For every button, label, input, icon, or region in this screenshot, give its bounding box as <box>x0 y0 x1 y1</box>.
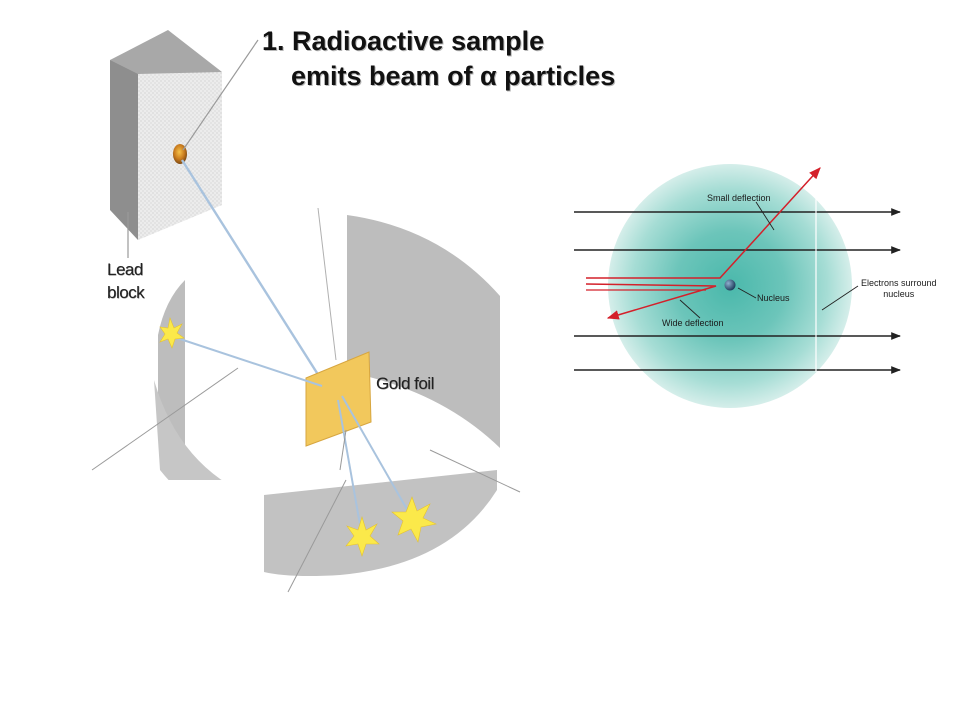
nucleus-label: Nucleus <box>757 293 790 303</box>
ray-down-2 <box>341 395 413 519</box>
small-deflection-label: Small deflection <box>707 193 771 203</box>
electrons-label-line-2: nucleus <box>883 289 915 299</box>
screen-back-right <box>347 215 500 448</box>
alpha-beam <box>180 159 326 385</box>
heading-line-1: 1. Radioactive sample <box>262 26 545 56</box>
lead-block-label-line-2: block <box>107 283 145 302</box>
lead-block-label: Lead block <box>107 258 145 304</box>
nucleus-icon <box>724 279 736 291</box>
flash-icon <box>391 496 437 543</box>
small-deflection-path <box>586 167 821 279</box>
electrons-label: Electrons surround nucleus <box>861 278 937 300</box>
flash-icon <box>159 316 185 349</box>
ray-down-1 <box>337 399 363 537</box>
lead-block-label-line-1: Lead <box>107 260 143 279</box>
gold-foil-icon <box>305 351 372 447</box>
ray-wide <box>173 336 323 387</box>
heading-line-2: emits beam of α particles <box>291 61 616 91</box>
gold-foil-label: Gold foil <box>376 374 434 393</box>
electrons-label-line-1: Electrons surround <box>861 278 937 288</box>
gold-foil-apparatus <box>30 30 521 600</box>
flash-icon <box>345 515 380 557</box>
page-heading: 1. Radioactive sample emits beam of α pa… <box>262 24 615 94</box>
lead-block-side <box>110 60 138 240</box>
atom-deflection-diagram <box>574 164 901 408</box>
wide-deflection-label: Wide deflection <box>662 318 724 328</box>
wide-deflection-path <box>585 283 717 320</box>
